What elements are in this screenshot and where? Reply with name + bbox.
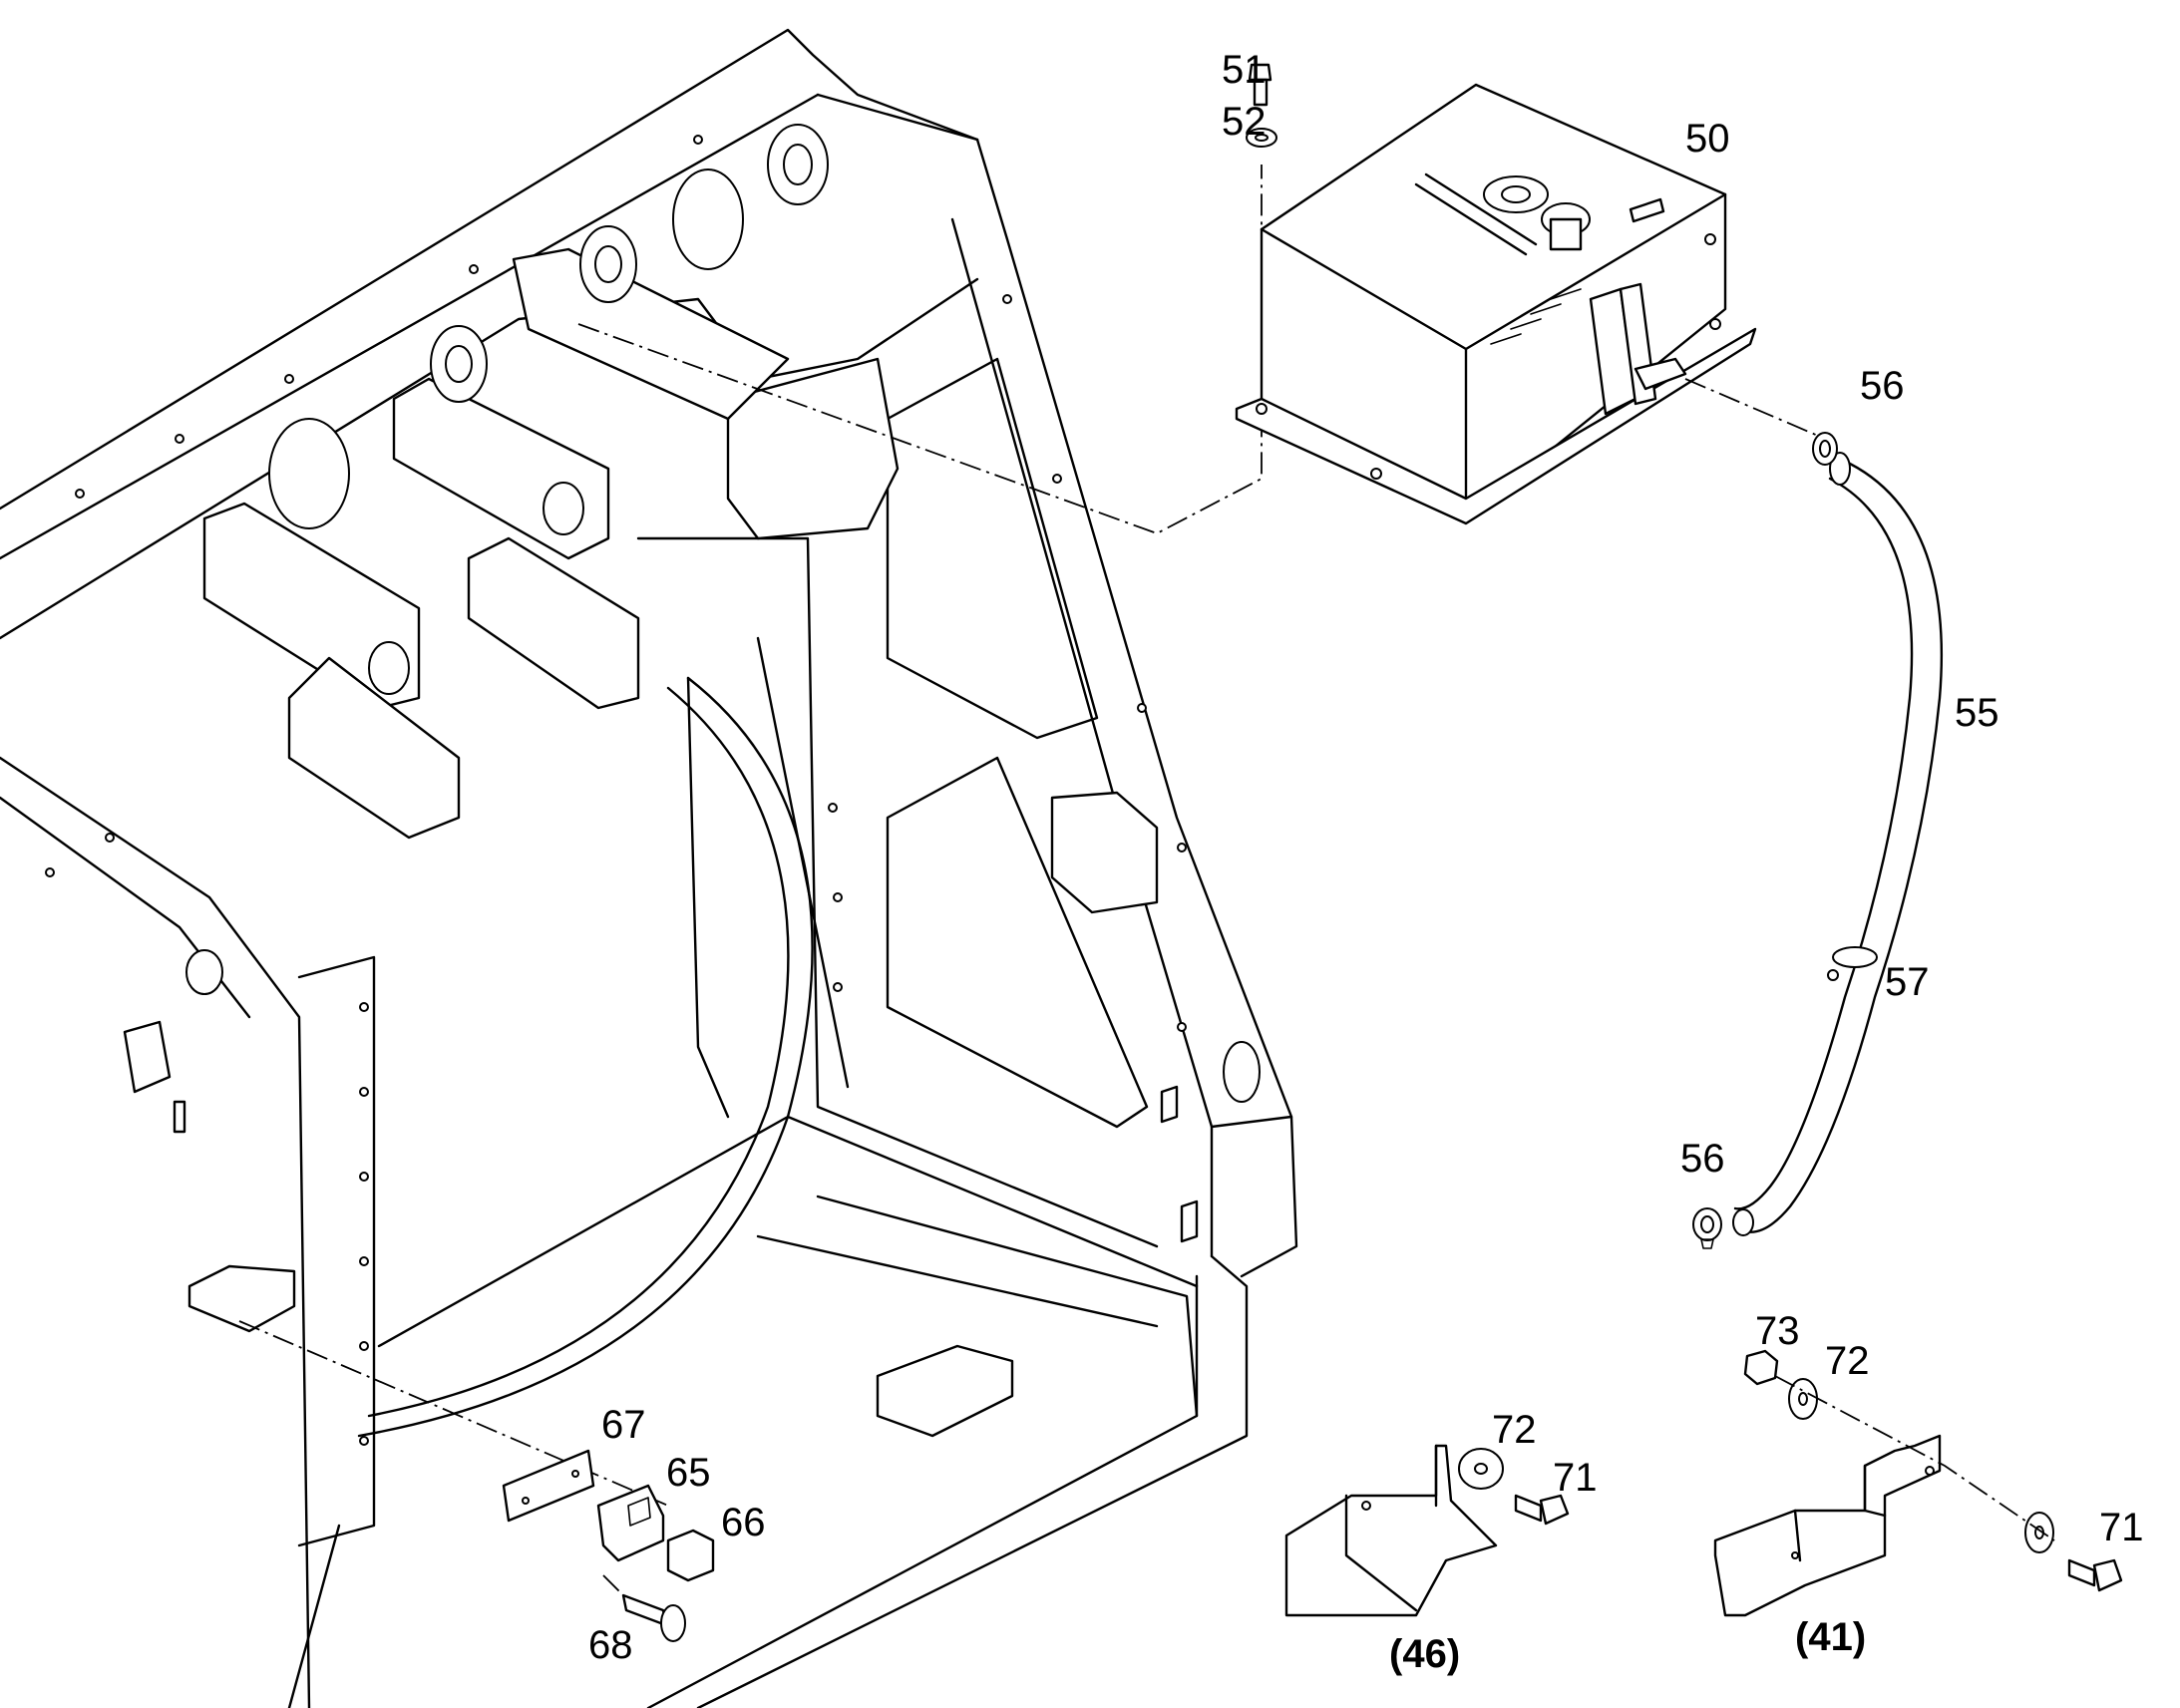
callout-55: 55: [1955, 691, 1999, 735]
callout-51: 51: [1222, 48, 1267, 92]
hose-clamp-56-top: [1812, 432, 1838, 466]
callout-52: 52: [1222, 100, 1267, 144]
bolt-71-view-41: [2067, 1558, 2123, 1592]
screw-68: [602, 1574, 686, 1642]
view-label-46: (46): [1389, 1632, 1460, 1676]
hose-clamp-56-bottom: [1692, 1207, 1722, 1249]
callout-71-view-46: 71: [1553, 1456, 1598, 1500]
callout-56-bottom: 56: [1680, 1137, 1725, 1181]
view-label-41: (41): [1795, 1615, 1866, 1659]
callout-66: 66: [721, 1501, 766, 1544]
washer-52: [1246, 128, 1277, 148]
callout-68: 68: [588, 1623, 633, 1667]
callout-56-top: 56: [1860, 364, 1905, 408]
callout-57: 57: [1885, 960, 1930, 1004]
callout-72-view-46: 72: [1492, 1408, 1537, 1452]
hose-55: [1692, 432, 1944, 1249]
callout-67: 67: [601, 1403, 646, 1447]
callout-65: 65: [666, 1451, 711, 1495]
callout-71-view-41: 71: [2099, 1506, 2144, 1549]
latch-65: [596, 1484, 665, 1562]
callout-72-view-41: 72: [1825, 1339, 1870, 1383]
bracket-view-46: [1284, 1444, 1570, 1617]
bolt-51: [1248, 63, 1272, 107]
washer-72-view-46: [1458, 1448, 1504, 1490]
bumper-66: [666, 1529, 715, 1582]
bracket-view-41: [1713, 1349, 2123, 1617]
washer-71-view-41: [2024, 1512, 2054, 1553]
main-frame: [0, 28, 1298, 1708]
nut-73: [1743, 1349, 1779, 1386]
bolt-71-view-46: [1514, 1494, 1570, 1526]
hose-clamp-57: [1827, 946, 1878, 981]
callout-50: 50: [1685, 117, 1730, 161]
callout-73: 73: [1755, 1309, 1800, 1353]
plate-67: [502, 1449, 595, 1523]
hydraulic-tank: [1235, 83, 1826, 525]
